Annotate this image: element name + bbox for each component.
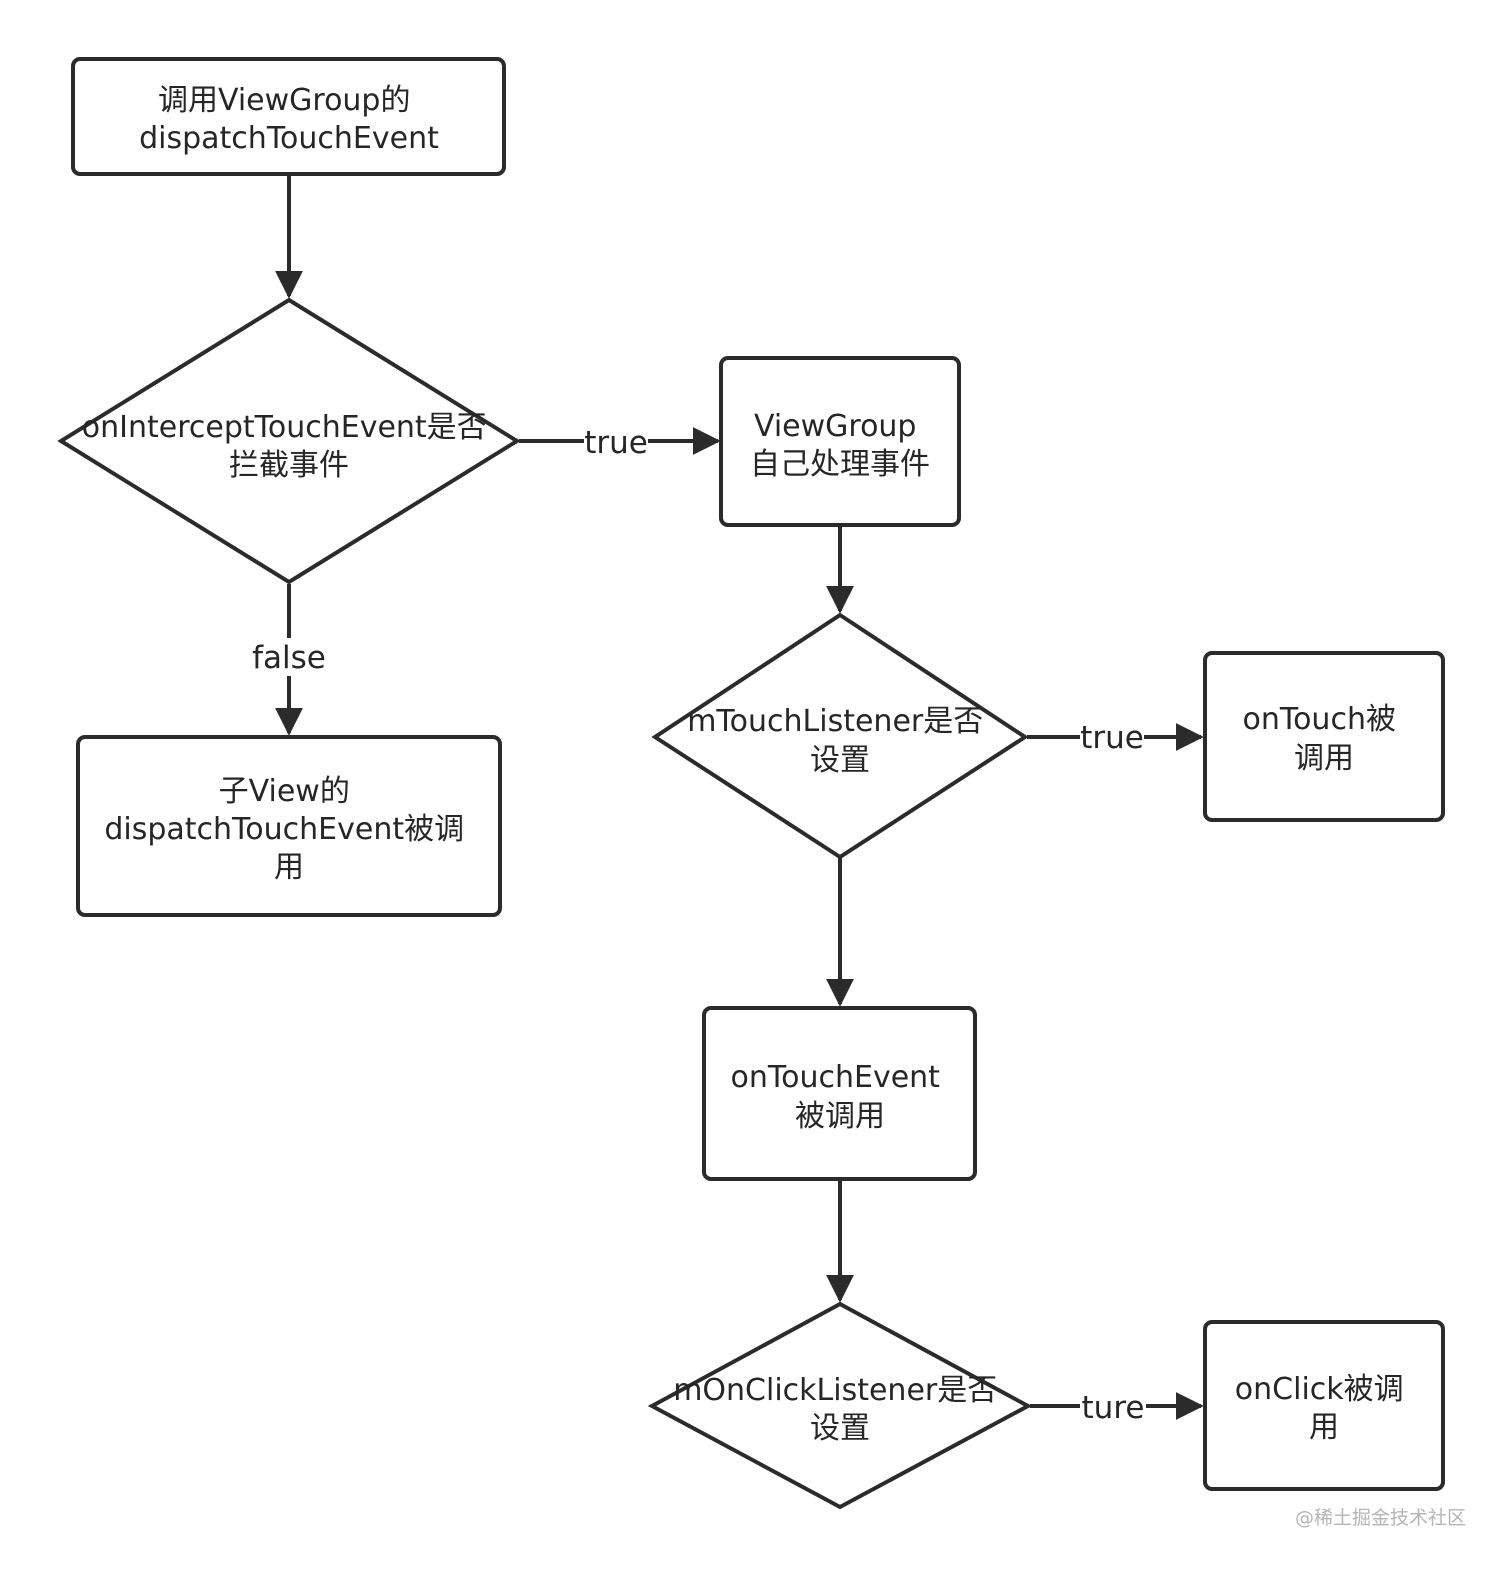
node-start-line-1: 调用ViewGroup的 <box>158 83 411 118</box>
node-on-touch: onTouch被 调用 <box>1203 651 1445 822</box>
edge-labels: true false true ture <box>252 424 1146 1426</box>
node-child-dispatch: 子View的 dispatchTouchEvent被调 用 <box>76 735 502 917</box>
svg-text:onTouch被 调用: onTouch被 调用 <box>1242 702 1405 776</box>
node-on-touch-event: onTouchEvent 被调用 <box>702 1006 977 1181</box>
svg-text:onInterceptTouchEvent是否: onInterceptTouchEvent是否 拦截事件 <box>82 410 496 483</box>
node-on-touch-line-2: 调用 <box>1294 741 1354 776</box>
node-click-listener-decision: mOnClickListener是否 设置 <box>647 1301 1033 1510</box>
edge-label-touch-true: true <box>1080 720 1144 756</box>
node-touch-listener-line-2: 设置 <box>810 743 870 778</box>
node-click-listener-line-2: 设置 <box>810 1411 870 1446</box>
node-self-handle-line-2: 自己处理事件 <box>750 447 930 482</box>
watermark: @稀土掘金技术社区 <box>1294 1507 1466 1529</box>
node-on-click: onClick被调 用 <box>1203 1320 1445 1491</box>
node-intercept-line-1: onInterceptTouchEvent是否 <box>82 410 487 445</box>
node-on-touch-event-line-1: onTouchEvent <box>731 1060 941 1095</box>
node-on-touch-event-line-2: 被调用 <box>795 1099 885 1134</box>
node-child-line-2: dispatchTouchEvent被调 <box>104 812 464 847</box>
node-self-handle-line-1: ViewGroup <box>754 409 917 444</box>
node-start-line-2: dispatchTouchEvent <box>139 121 439 156</box>
edge-label-intercept-true: true <box>584 425 648 461</box>
svg-text:onClick被调 用: onClick被调 用 <box>1235 1372 1413 1445</box>
node-touch-listener-decision: mTouchListener是否 设置 <box>651 612 1029 860</box>
svg-text:调用ViewGroup的 dispatchT: 调用ViewGroup的 dispatchTouchEvent <box>139 83 439 156</box>
node-child-line-3: 用 <box>274 850 304 885</box>
node-child-line-1: 子View的 <box>219 774 350 809</box>
edge-label-intercept-false: false <box>252 640 326 676</box>
node-intercept-decision: onInterceptTouchEvent是否 拦截事件 <box>57 297 521 585</box>
svg-text:mOnClickListener是否 设置: mOnClickListener是否 设置 <box>673 1373 1007 1446</box>
svg-text:mTouchListener是否 设置: mTouchListener是否 设置 <box>687 704 993 778</box>
svg-text:onTouchEvent 被调用: onTouchEvent 被调用 <box>731 1060 950 1134</box>
svg-text:子View的 dispatchTouchEv: 子View的 dispatchTouchEvent被调 用 <box>104 774 473 885</box>
node-self-handle: ViewGroup 自己处理事件 <box>719 356 961 527</box>
node-touch-listener-line-1: mTouchListener是否 <box>687 704 983 739</box>
edge-label-click-true: ture <box>1082 1390 1145 1426</box>
node-on-click-line-1: onClick被调 <box>1235 1372 1404 1407</box>
node-on-touch-line-1: onTouch被 <box>1242 702 1395 737</box>
node-intercept-line-2: 拦截事件 <box>229 448 349 483</box>
svg-text:ViewGroup 自己处理事件: ViewGroup 自己处理事件 <box>750 409 930 482</box>
node-on-click-line-2: 用 <box>1309 1410 1339 1445</box>
node-click-listener-line-1: mOnClickListener是否 <box>673 1373 997 1408</box>
node-start: 调用ViewGroup的 dispatchTouchEvent <box>71 57 506 176</box>
